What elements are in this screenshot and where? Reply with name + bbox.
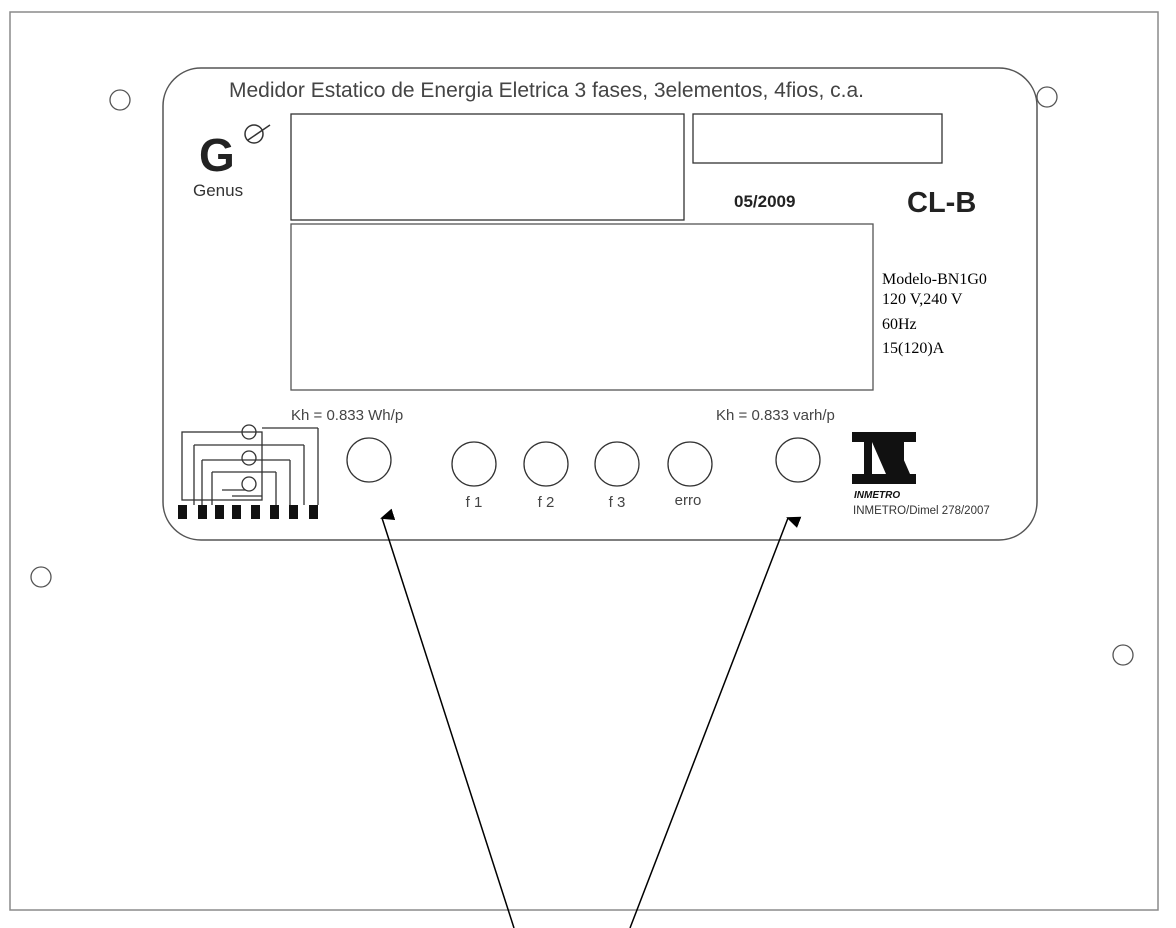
genus-logo-mark: G xyxy=(199,129,235,181)
inmetro-logo: INMETRO INMETRO/Dimel 278/2007 xyxy=(852,432,990,517)
genus-logo: G Genus xyxy=(193,124,271,200)
kh-reactive-label: Kh = 0.833 varh/p xyxy=(716,407,835,424)
indicator-label: erro xyxy=(675,492,702,509)
spec-frequency: 60Hz xyxy=(882,316,917,333)
inmetro-approval: INMETRO/Dimel 278/2007 xyxy=(853,505,990,517)
spec-model: Modelo-BN1G0 xyxy=(882,271,987,288)
mounting-hole-top-left xyxy=(109,89,131,111)
active-energy-led xyxy=(346,437,392,483)
brand-name: Genus xyxy=(193,181,243,200)
reactive-energy-led xyxy=(775,437,821,483)
arrow-to-active-led xyxy=(380,508,515,928)
genus-logo-needle-icon xyxy=(247,124,271,141)
mounting-hole-right xyxy=(1112,644,1134,666)
indicator-erro: erro xyxy=(667,441,713,509)
mounting-hole-left xyxy=(30,566,52,588)
mounting-hole-top-right xyxy=(1036,86,1058,108)
indicator-label: f 1 xyxy=(466,494,483,511)
terminal-block xyxy=(178,505,318,519)
wiring-diagram xyxy=(181,424,319,505)
label-box-upper-left xyxy=(290,113,685,221)
indicator-f2: f 2 xyxy=(523,441,569,511)
manufacture-date: 05/2009 xyxy=(734,192,795,211)
indicator-f3: f 3 xyxy=(594,441,640,511)
spec-current: 15(120)A xyxy=(882,340,945,357)
accuracy-class: CL-B xyxy=(907,187,976,219)
spec-voltage: 120 V,240 V xyxy=(882,291,963,308)
nameplate-title: Medidor Estatico de Energia Eletrica 3 f… xyxy=(229,79,864,102)
indicator-label: f 2 xyxy=(538,494,555,511)
inmetro-logo-text: INMETRO xyxy=(854,490,900,501)
label-box-upper-right xyxy=(692,113,943,164)
genus-logo-dial-icon xyxy=(244,124,264,144)
indicator-f1: f 1 xyxy=(451,441,497,511)
indicator-label: f 3 xyxy=(609,494,626,511)
kh-active-label: Kh = 0.833 Wh/p xyxy=(291,407,403,424)
arrow-to-reactive-led xyxy=(629,516,802,928)
label-box-lower xyxy=(290,223,874,391)
outer-frame xyxy=(9,11,1159,911)
nameplate-panel xyxy=(162,67,1038,541)
